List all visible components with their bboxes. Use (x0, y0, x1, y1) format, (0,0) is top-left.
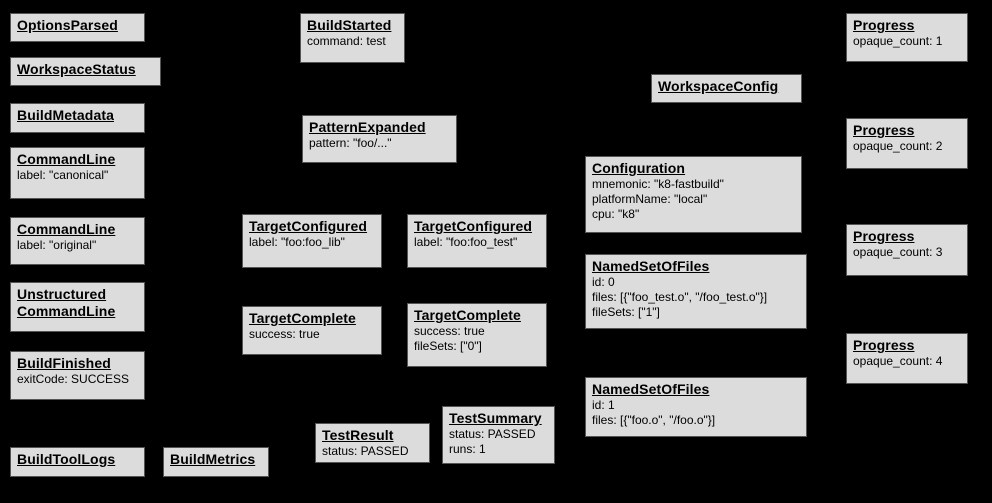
event-title: TargetConfigured (249, 218, 368, 234)
event-title: PatternExpanded (309, 119, 426, 135)
event-field: success: true (414, 324, 485, 338)
event-title: WorkspaceConfig (658, 78, 779, 94)
event-title: TestSummary (449, 410, 542, 426)
event-title: CommandLine (17, 221, 116, 237)
event-box-configuration: Configuration mnemonic: "k8-fastbuild"pl… (585, 156, 802, 233)
event-lines: pattern: "foo/..." (309, 136, 450, 151)
event-title: TargetComplete (249, 310, 356, 326)
event-lines: label: "canonical" (17, 168, 138, 183)
event-field: opaque_count: 1 (853, 34, 943, 48)
event-title: Progress (853, 337, 915, 353)
event-lines: opaque_count: 3 (853, 245, 961, 260)
event-lines: opaque_count: 2 (853, 139, 961, 154)
event-lines: command: test (307, 34, 398, 49)
event-field: label: "foo:foo_test" (414, 235, 518, 249)
event-field: success: true (249, 327, 320, 341)
event-title: TargetComplete (414, 307, 521, 323)
event-field: cpu: "k8" (592, 207, 640, 221)
event-title: BuildStarted (307, 17, 392, 33)
event-box-unstructured-command-line: Unstructured CommandLine (10, 282, 145, 332)
event-box-command-line-canonical: CommandLine label: "canonical" (10, 147, 145, 199)
event-title: CommandLine (17, 151, 116, 167)
event-field: fileSets: ["0"] (414, 339, 482, 353)
event-field: status: PASSED (449, 427, 536, 441)
event-box-options-parsed: OptionsParsed (10, 13, 145, 42)
event-box-pattern-expanded: PatternExpanded pattern: "foo/..." (302, 115, 457, 163)
event-lines: success: true (249, 327, 375, 342)
event-field: label: "original" (17, 238, 97, 252)
event-field: pattern: "foo/..." (309, 136, 392, 150)
event-field: label: "canonical" (17, 168, 109, 182)
event-box-progress-1: Progress opaque_count: 1 (846, 13, 968, 62)
event-lines: label: "foo:foo_test" (414, 235, 540, 250)
event-title: BuildMetadata (17, 107, 114, 123)
event-box-build-finished: BuildFinished exitCode: SUCCESS (10, 351, 145, 400)
event-lines: opaque_count: 1 (853, 34, 961, 49)
event-title: NamedSetOfFiles (592, 381, 710, 397)
event-title: Progress (853, 228, 915, 244)
event-box-build-started: BuildStarted command: test (300, 13, 405, 63)
event-field: platformName: "local" (592, 192, 708, 206)
event-lines: exitCode: SUCCESS (17, 372, 138, 387)
event-field: label: "foo:foo_lib" (249, 235, 345, 249)
event-field: command: test (307, 34, 386, 48)
event-lines: label: "original" (17, 238, 138, 253)
event-lines: mnemonic: "k8-fastbuild"platformName: "l… (592, 177, 795, 222)
event-field: id: 0 (592, 275, 615, 289)
event-field: files: [{"foo_test.o", "/foo_test.o"}] (592, 290, 768, 304)
event-title: OptionsParsed (17, 17, 118, 33)
event-title: BuildToolLogs (17, 451, 116, 467)
event-lines: status: PASSED (322, 444, 423, 459)
event-title: Configuration (592, 160, 686, 176)
event-box-target-configured-test: TargetConfigured label: "foo:foo_test" (407, 214, 547, 268)
event-field: opaque_count: 2 (853, 139, 943, 153)
event-field: exitCode: SUCCESS (17, 372, 130, 386)
event-lines: opaque_count: 4 (853, 354, 961, 369)
event-box-workspace-status: WorkspaceStatus (10, 57, 161, 86)
event-title: BuildMetrics (170, 451, 256, 467)
event-field: status: PASSED (322, 444, 409, 458)
event-field: opaque_count: 4 (853, 354, 943, 368)
event-title: NamedSetOfFiles (592, 258, 710, 274)
event-field: runs: 1 (449, 442, 486, 456)
event-box-build-metrics: BuildMetrics (163, 447, 269, 477)
event-title: Progress (853, 17, 915, 33)
event-field: fileSets: ["1"] (592, 305, 660, 319)
event-title: WorkspaceStatus (17, 61, 136, 77)
event-field: id: 1 (592, 398, 615, 412)
event-box-target-configured-lib: TargetConfigured label: "foo:foo_lib" (242, 214, 382, 268)
event-field: opaque_count: 3 (853, 245, 943, 259)
event-field: files: [{"foo.o", "/foo.o"}] (592, 413, 716, 427)
event-box-progress-3: Progress opaque_count: 3 (846, 224, 968, 276)
event-box-build-tool-logs: BuildToolLogs (10, 447, 145, 477)
event-box-test-result: TestResult status: PASSED (315, 423, 430, 463)
event-box-workspace-config: WorkspaceConfig (651, 74, 802, 103)
event-lines: label: "foo:foo_lib" (249, 235, 375, 250)
event-title: Progress (853, 122, 915, 138)
event-box-progress-2: Progress opaque_count: 2 (846, 118, 968, 169)
event-title: TestResult (322, 427, 394, 443)
event-field: mnemonic: "k8-fastbuild" (592, 177, 724, 191)
event-title: TargetConfigured (414, 218, 533, 234)
event-box-progress-4: Progress opaque_count: 4 (846, 333, 968, 384)
event-box-command-line-original: CommandLine label: "original" (10, 217, 145, 265)
event-box-target-complete-lib: TargetComplete success: true (242, 306, 382, 355)
event-title: BuildFinished (17, 355, 111, 371)
event-box-build-metadata: BuildMetadata (10, 103, 145, 133)
event-title: Unstructured CommandLine (17, 286, 116, 319)
